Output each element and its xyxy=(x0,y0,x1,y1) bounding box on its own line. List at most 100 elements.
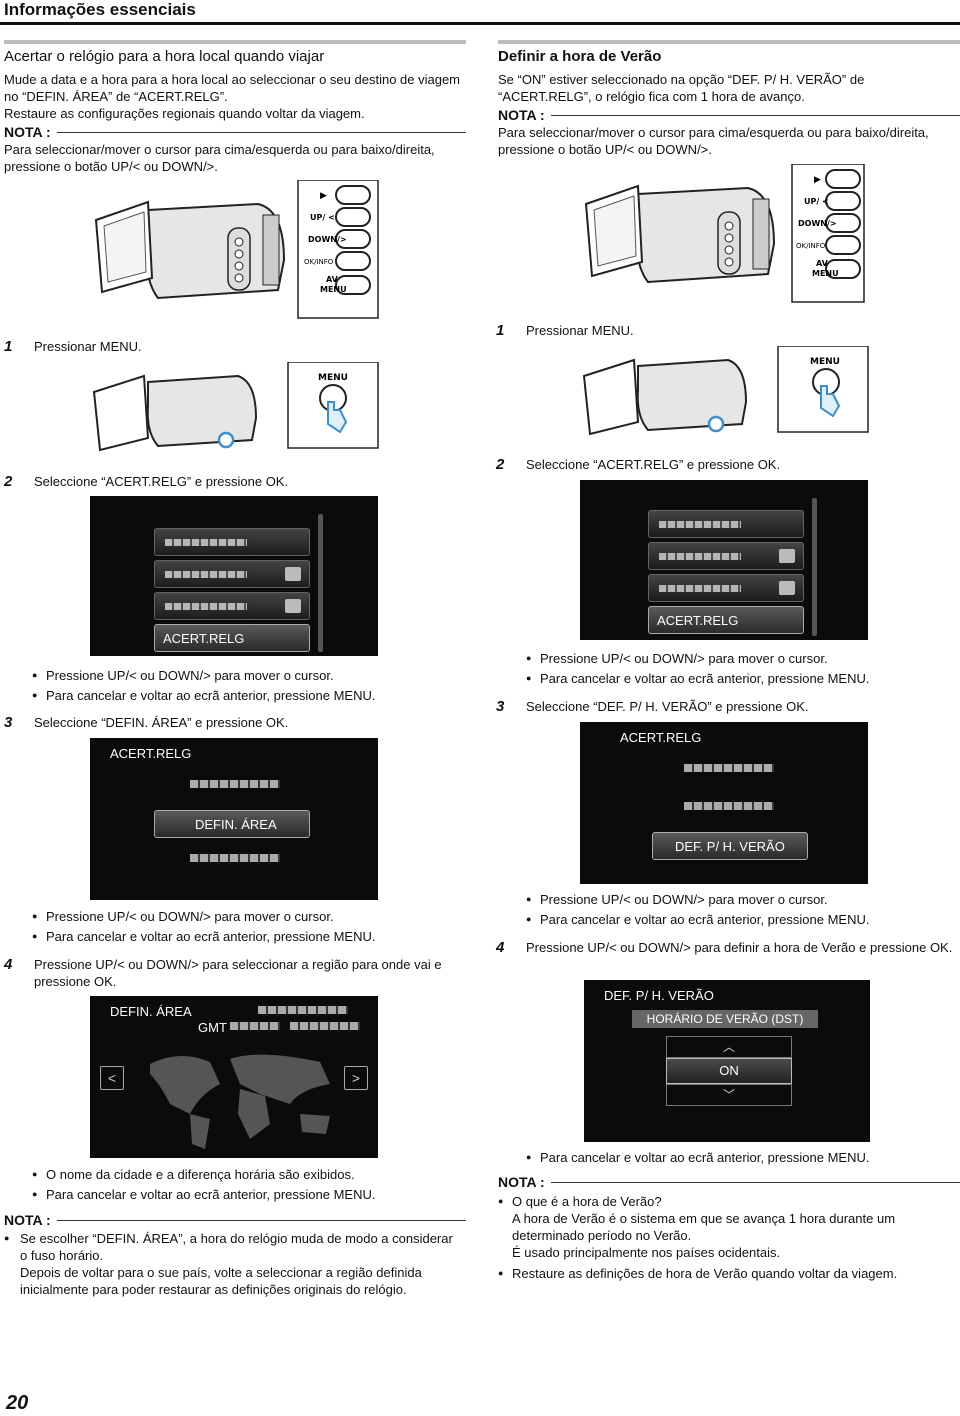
intro-text: Se “ON” estiver seleccionado na opção “D… xyxy=(498,72,865,104)
camera-illustration: ▶ UP/ < DOWN/> OK/INFO AV MENU xyxy=(94,180,379,319)
step-1: 1 Pressionar MENU. xyxy=(4,338,466,355)
play-label: ▶ xyxy=(320,191,327,201)
menu-item xyxy=(154,560,310,588)
section-title-left: Acertar o relógio para a hora local quan… xyxy=(4,48,325,65)
step-2: 2 Seleccione “ACERT.RELG” e pressione OK… xyxy=(496,456,958,473)
page-number: 20 xyxy=(6,1392,29,1414)
down-label: DOWN/> xyxy=(798,219,837,228)
nota-section: NOTA : xyxy=(4,1210,466,1229)
menu-item xyxy=(154,528,310,556)
nota-heading: NOTA : xyxy=(4,124,466,140)
step-text: Pressionar MENU. xyxy=(526,323,634,338)
step-3: 3 Seleccione “DEFIN. ÁREA” e pressione O… xyxy=(4,714,466,731)
section-bar xyxy=(498,40,960,44)
intro-text-2: Restaure as configurações regionais quan… xyxy=(4,106,365,121)
step-number: 2 xyxy=(4,473,13,490)
left-column: Acertar o relógio para a hora local quan… xyxy=(4,40,466,175)
arrow-left-icon[interactable]: < xyxy=(100,1066,124,1090)
bullet: Para cancelar e voltar ao ecrã anterior,… xyxy=(526,670,956,687)
av-label: AV xyxy=(816,259,829,268)
intro-text: Mude a data e a hora para a hora local a… xyxy=(4,72,461,104)
camera-illustration: ▶ UP/ < DOWN/> OK/INFO AV MENU xyxy=(584,164,865,303)
nota-text: É usado principalmente nos países ociden… xyxy=(512,1245,781,1260)
menu-item xyxy=(648,542,804,570)
menu-item-selected: DEFIN. ÁREA xyxy=(154,810,310,838)
page-title: Informações essenciais xyxy=(4,0,196,19)
blurred-text xyxy=(684,764,774,772)
menu-press-illustration: MENU xyxy=(92,362,379,452)
camcorder-icon xyxy=(94,200,286,300)
menu-label: MENU xyxy=(318,373,348,383)
menu-screen: ACERT.RELG DEF. P/ H. VERÃO xyxy=(580,722,868,884)
step-4: 4 Pressione UP/< ou DOWN/> para seleccio… xyxy=(4,956,466,990)
bullet: Para cancelar e voltar ao ecrã anterior,… xyxy=(526,1149,956,1166)
menu-item xyxy=(154,592,310,620)
nota-text: Para seleccionar/mover o cursor para cim… xyxy=(4,142,435,174)
step-text: Seleccione “DEFIN. ÁREA” e pressione OK. xyxy=(34,715,289,730)
blurred-text xyxy=(190,854,280,862)
arrow-right-icon[interactable]: > xyxy=(344,1066,368,1090)
world-map-icon xyxy=(150,1054,330,1149)
camcorder-icon xyxy=(584,184,776,284)
blurred-text xyxy=(190,780,280,788)
chevron-down-icon[interactable]: ﹀ xyxy=(666,1084,792,1106)
menu-item-selected: ACERT.RELG xyxy=(154,624,310,652)
bullet: Se escolher “DEFIN. ÁREA”, a hora do rel… xyxy=(4,1230,462,1264)
down-label: DOWN/> xyxy=(308,235,347,244)
step-4: 4 Pressione UP/< ou DOWN/> para definir … xyxy=(496,939,958,956)
bullet: Para cancelar e voltar ao ecrã anterior,… xyxy=(526,911,956,928)
blurred-text xyxy=(258,1006,348,1014)
nota-section: NOTA : xyxy=(498,1172,960,1191)
section-bar xyxy=(4,40,466,44)
menu-press-illustration: MENU xyxy=(582,346,869,436)
dst-subtitle: HORÁRIO DE VERÃO (DST) xyxy=(632,1010,818,1028)
step-text: Pressionar MENU. xyxy=(34,339,142,354)
step-number: 1 xyxy=(496,322,505,339)
step-2: 2 Seleccione “ACERT.RELG” e pressione OK… xyxy=(4,473,466,490)
menu-screen: ACERT.RELG DEFIN. ÁREA xyxy=(90,738,378,900)
screen-title: DEF. P/ H. VERÃO xyxy=(604,988,714,1003)
dst-value[interactable]: ON xyxy=(666,1058,792,1084)
screen-title: DEFIN. ÁREA xyxy=(110,1004,192,1019)
step-text: Pressione UP/< ou DOWN/> para selecciona… xyxy=(34,957,442,989)
bullet: Restaure as definições de hora de Verão … xyxy=(498,1265,956,1282)
hand-icon xyxy=(327,401,348,434)
bullet: Para cancelar e voltar ao ecrã anterior,… xyxy=(32,928,462,945)
step-3: 3 Seleccione “DEF. P/ H. VERÃO” e pressi… xyxy=(496,698,958,715)
button-panel: ▶ UP/ < DOWN/> OK/INFO AV MENU xyxy=(791,164,865,303)
scrollbar xyxy=(318,514,323,652)
blurred-text xyxy=(230,1022,280,1030)
menu-screen: ACERT.RELG xyxy=(90,496,378,656)
menu-item xyxy=(648,574,804,602)
ok-label: OK/INFO xyxy=(796,242,826,250)
step-number: 3 xyxy=(496,698,505,715)
menu-label: MENU xyxy=(810,357,840,367)
step-number: 4 xyxy=(4,956,13,973)
menu-screen: ACERT.RELG xyxy=(580,480,868,640)
step-number: 3 xyxy=(4,714,13,731)
nota-text: A hora de Verão é o sistema em que se av… xyxy=(512,1211,896,1243)
bullet: O que é a hora de Verão? xyxy=(498,1193,956,1210)
bullet: O nome da cidade e a diferença horária s… xyxy=(32,1166,462,1183)
nota-text: Para seleccionar/mover o cursor para cim… xyxy=(498,125,929,157)
step-text: Seleccione “ACERT.RELG” e pressione OK. xyxy=(34,474,289,489)
menu-item-selected: DEF. P/ H. VERÃO xyxy=(652,832,808,860)
screen-title: ACERT.RELG xyxy=(620,730,702,745)
blurred-text xyxy=(684,802,774,810)
av-label: AV xyxy=(326,275,339,284)
bullet: Pressione UP/< ou DOWN/> para mover o cu… xyxy=(32,667,462,684)
bullet: Para cancelar e voltar ao ecrã anterior,… xyxy=(32,687,462,704)
world-map-screen: DEFIN. ÁREA GMT < > xyxy=(90,996,378,1158)
up-label: UP/ < xyxy=(804,197,829,206)
bullet: Pressione UP/< ou DOWN/> para mover o cu… xyxy=(526,650,956,667)
nota-text: Depois de voltar para o sue país, volte … xyxy=(20,1265,422,1297)
chevron-up-icon[interactable]: ︿ xyxy=(666,1036,792,1058)
step-number: 1 xyxy=(4,338,13,355)
step-text: Seleccione “ACERT.RELG” e pressione OK. xyxy=(526,457,781,472)
page-header: Informações essenciais xyxy=(0,0,960,26)
up-label: UP/ < xyxy=(310,213,335,222)
hand-icon xyxy=(820,385,841,418)
scrollbar xyxy=(812,498,817,636)
bullet: Pressione UP/< ou DOWN/> para mover o cu… xyxy=(32,908,462,925)
gmt-label: GMT xyxy=(198,1020,227,1035)
